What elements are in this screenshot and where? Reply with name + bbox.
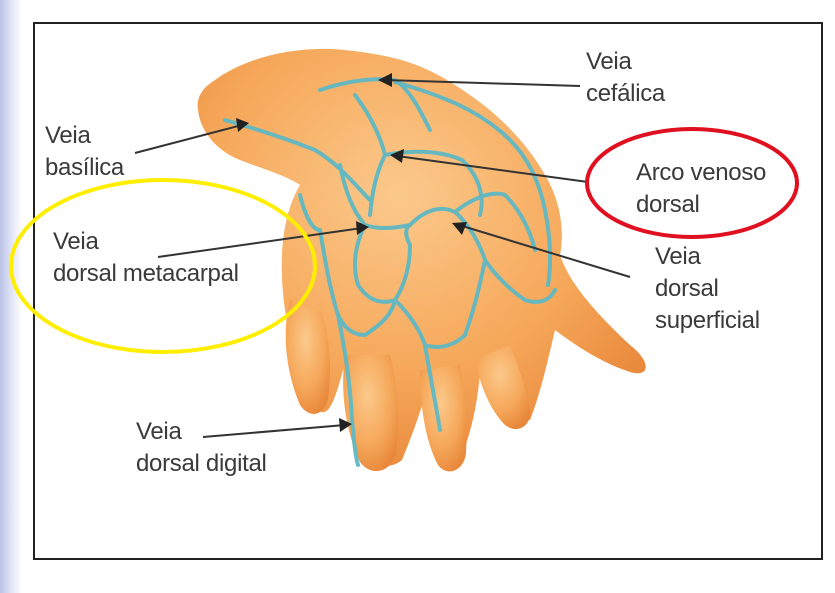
label-line: Veia bbox=[586, 46, 665, 78]
label-line: cefálica bbox=[586, 78, 665, 110]
label-line: dorsal bbox=[636, 189, 766, 221]
label-line: dorsal metacarpal bbox=[53, 258, 239, 290]
label-veia-dorsal-superficial: Veia dorsal superficial bbox=[655, 241, 760, 337]
label-line: dorsal digital bbox=[136, 448, 267, 480]
label-line: superficial bbox=[655, 305, 760, 337]
label-veia-dorsal-digital: Veia dorsal digital bbox=[136, 416, 267, 480]
label-line: dorsal bbox=[655, 273, 760, 305]
label-line: Veia bbox=[136, 416, 267, 448]
label-arco-venoso-dorsal: Arco venoso dorsal bbox=[636, 157, 766, 221]
label-veia-cefalica: Veia cefálica bbox=[586, 46, 665, 110]
label-line: Veia bbox=[655, 241, 760, 273]
label-veia-basilica: Veia basílica bbox=[45, 120, 124, 184]
label-line: basílica bbox=[45, 152, 124, 184]
label-line: Arco venoso bbox=[636, 157, 766, 189]
label-line: Veia bbox=[53, 226, 239, 258]
label-line: Veia bbox=[45, 120, 124, 152]
label-veia-dorsal-metacarpal: Veia dorsal metacarpal bbox=[53, 226, 239, 290]
